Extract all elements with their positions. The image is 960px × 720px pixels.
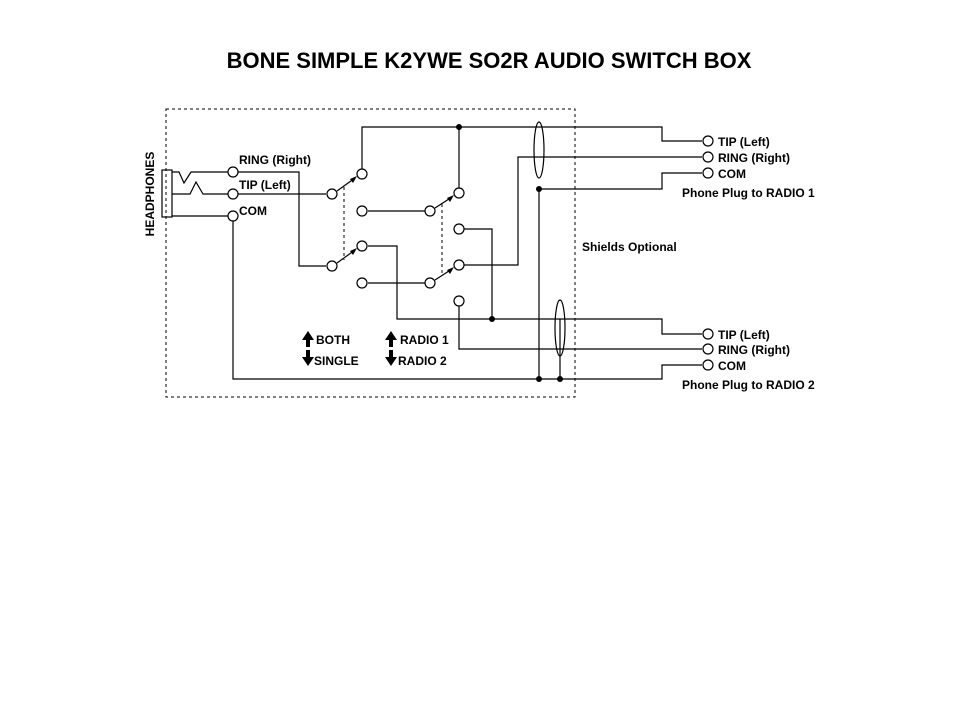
both-label: BOTH bbox=[316, 333, 350, 347]
radio-select-switch bbox=[424, 187, 465, 307]
radio1-shield-symbol bbox=[533, 121, 545, 179]
radio1-com-terminal bbox=[702, 167, 714, 179]
radio2-tip-terminal bbox=[702, 328, 714, 340]
headphone-com-label: COM bbox=[239, 204, 267, 218]
both-up-arrow-icon bbox=[302, 331, 314, 347]
both-single-switch bbox=[326, 168, 368, 289]
radio1-ring-label: RING (Right) bbox=[718, 151, 790, 165]
radio2-tip-label: TIP (Left) bbox=[718, 328, 770, 342]
radio2-com-label: COM bbox=[718, 359, 746, 373]
wiring bbox=[232, 126, 702, 380]
single-down-arrow-icon bbox=[302, 350, 314, 366]
radio2-ring-terminal bbox=[702, 343, 714, 355]
headphone-com-terminal bbox=[227, 210, 239, 222]
radio2-com-terminal bbox=[702, 359, 714, 371]
radio1-plug-caption: Phone Plug to RADIO 1 bbox=[682, 186, 815, 200]
radio1-ring-terminal bbox=[702, 151, 714, 163]
radio1-tip-label: TIP (Left) bbox=[718, 135, 770, 149]
single-label: SINGLE bbox=[314, 354, 359, 368]
radio1-up-arrow-icon bbox=[385, 331, 397, 347]
radio1-com-label: COM bbox=[718, 167, 746, 181]
headphone-jack-symbol bbox=[161, 169, 232, 218]
radio2-plug-caption: Phone Plug to RADIO 2 bbox=[682, 378, 815, 392]
headphone-ring-terminal bbox=[227, 166, 239, 178]
headphones-label: HEADPHONES bbox=[143, 152, 157, 237]
shields-optional-note: Shields Optional bbox=[582, 240, 677, 254]
radio1-switch-label: RADIO 1 bbox=[400, 333, 449, 347]
radio1-tip-terminal bbox=[702, 135, 714, 147]
radio2-shield-symbol bbox=[554, 299, 566, 357]
diagram-title: BONE SIMPLE K2YWE SO2R AUDIO SWITCH BOX bbox=[227, 48, 752, 73]
radio2-down-arrow-icon bbox=[385, 350, 397, 366]
radio2-ring-label: RING (Right) bbox=[718, 343, 790, 357]
headphone-ring-label: RING (Right) bbox=[239, 153, 311, 167]
junction-dots bbox=[456, 124, 563, 382]
radio2-switch-label: RADIO 2 bbox=[398, 354, 447, 368]
headphone-tip-terminal bbox=[227, 188, 239, 200]
switch-box-enclosure bbox=[165, 108, 576, 398]
headphone-tip-label: TIP (Left) bbox=[239, 178, 291, 192]
